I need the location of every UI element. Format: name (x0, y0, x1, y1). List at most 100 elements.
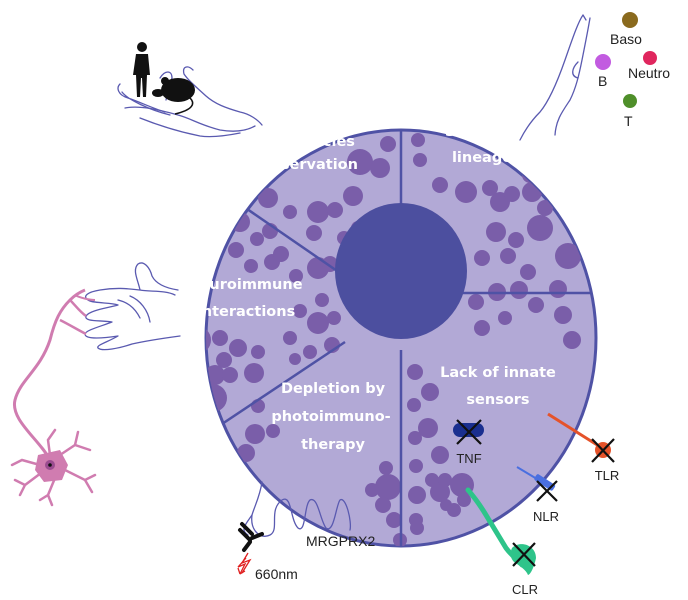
granule (482, 180, 498, 196)
segment-label-line: photoimmuno- (271, 409, 390, 425)
granule (445, 73, 459, 87)
granule (508, 232, 524, 248)
segment-label-line: Depletion by (281, 381, 386, 397)
granule (327, 202, 343, 218)
granule (407, 92, 421, 106)
granule (410, 521, 424, 535)
blocked-x-icon (456, 419, 482, 445)
segment-depletion: Depletion by photoimmuno- therapy (271, 381, 390, 453)
granule (455, 181, 477, 203)
granule (239, 179, 251, 191)
granule (315, 293, 329, 307)
granule (216, 352, 232, 368)
granule (559, 199, 577, 217)
granule (528, 297, 544, 313)
granule (266, 424, 280, 438)
granule (486, 222, 506, 242)
granule (273, 246, 289, 262)
granule (258, 188, 278, 208)
granule (206, 326, 211, 354)
granule (408, 486, 426, 504)
granule (230, 212, 250, 232)
tlr-sensor: TLR (547, 412, 620, 483)
tnf-sensor: TNF (453, 419, 484, 466)
granule (251, 345, 265, 359)
granule (510, 281, 528, 299)
granule (212, 330, 228, 346)
granule (537, 200, 553, 216)
raised-hand-icon (519, 14, 591, 141)
granule (474, 250, 490, 266)
granule (555, 243, 581, 269)
granule (527, 215, 553, 241)
granule (554, 306, 572, 324)
granule (250, 232, 264, 246)
granule (283, 331, 297, 345)
mrgprx2-label: MRGPRX2 (306, 533, 375, 549)
segment-label-line: interactions (197, 304, 295, 320)
antibody-icon (238, 522, 264, 552)
segment-label-line: Separate (445, 124, 519, 140)
segment-cross-species: Cross-species conservation (243, 134, 358, 173)
granule (474, 320, 490, 336)
b-dot (595, 54, 611, 70)
nlr-label: NLR (533, 509, 559, 524)
granule (381, 84, 395, 98)
segment-label-line: lineage (452, 150, 512, 166)
granule (549, 280, 567, 298)
tnf-label: TNF (456, 451, 481, 466)
granule (244, 363, 264, 383)
segment-label-line: conservation (252, 157, 358, 173)
segment-label-line: therapy (301, 437, 365, 453)
granule (457, 493, 471, 507)
b-label: B (598, 73, 607, 89)
granule (408, 431, 422, 445)
granule (371, 61, 389, 79)
granule (386, 512, 402, 528)
granule (343, 186, 363, 206)
granule (413, 153, 427, 167)
neutro-cell: Neutro (628, 51, 670, 81)
human-silhouette-icon (133, 42, 150, 97)
tlr-label: TLR (595, 468, 620, 483)
baso-dot (622, 12, 638, 28)
granule (307, 312, 329, 334)
granule (380, 136, 396, 152)
blocked-x-icon (536, 480, 558, 502)
granule (245, 424, 265, 444)
segment-separate-lineage: Separate lineage (445, 124, 519, 166)
baso-label: Baso (610, 31, 642, 47)
granule (222, 367, 238, 383)
granule (307, 201, 329, 223)
granule (418, 418, 438, 438)
granule (289, 269, 303, 283)
segment-label-line: Lack of innate (440, 365, 556, 381)
hand-with-neuron-icon (84, 262, 181, 351)
granule (428, 76, 444, 92)
neutro-dot (643, 51, 657, 65)
blocked-x-icon (591, 438, 615, 463)
granule (206, 194, 222, 222)
granule (408, 107, 426, 125)
granule (319, 51, 341, 73)
granule (375, 474, 401, 500)
granule (293, 304, 307, 318)
granule (370, 158, 390, 178)
granule (365, 483, 379, 497)
granule (383, 99, 397, 113)
nucleus (335, 203, 467, 339)
granule (431, 446, 449, 464)
neutro-label: Neutro (628, 65, 670, 81)
t-label: T (624, 113, 633, 129)
granule (237, 444, 255, 462)
granule (224, 167, 240, 183)
granule (421, 383, 439, 401)
b-cell: B (595, 54, 611, 89)
clr-sensor: CLR (465, 487, 538, 597)
granule (306, 225, 322, 241)
granule (379, 461, 393, 475)
granule (432, 177, 448, 193)
nlr-sensor: NLR (516, 466, 559, 524)
granule (327, 311, 341, 325)
